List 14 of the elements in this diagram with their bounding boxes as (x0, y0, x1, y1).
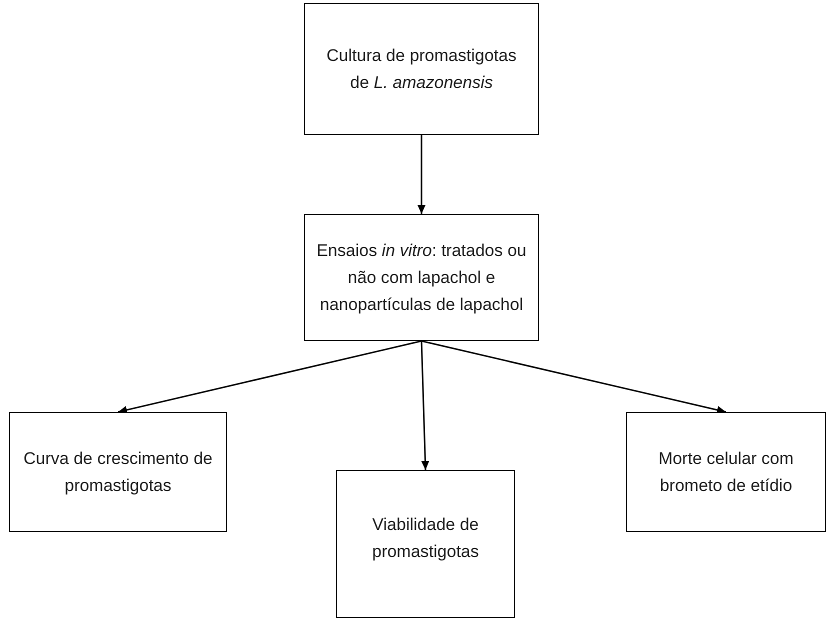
arrow (418, 135, 426, 214)
box-text: Curva de crescimento de promastigotas (22, 448, 214, 497)
arrow (420, 340, 430, 470)
process-box (336, 470, 515, 618)
box-text: Viabilidade de promastigotas (371, 514, 480, 564)
arrow (421, 340, 726, 414)
process-box (304, 3, 539, 135)
box-text: Morte celular com brometo de etídio (657, 448, 795, 497)
arrow (118, 340, 422, 414)
process-box (9, 412, 227, 532)
process-box (626, 412, 826, 532)
process-box (304, 214, 539, 341)
box-text: Cultura de promastigotas de L. amazonensis (326, 44, 518, 94)
box-text: Ensaios in vitro: tratados ou não com lapachol e nanopartículas de lapachol (316, 240, 528, 316)
